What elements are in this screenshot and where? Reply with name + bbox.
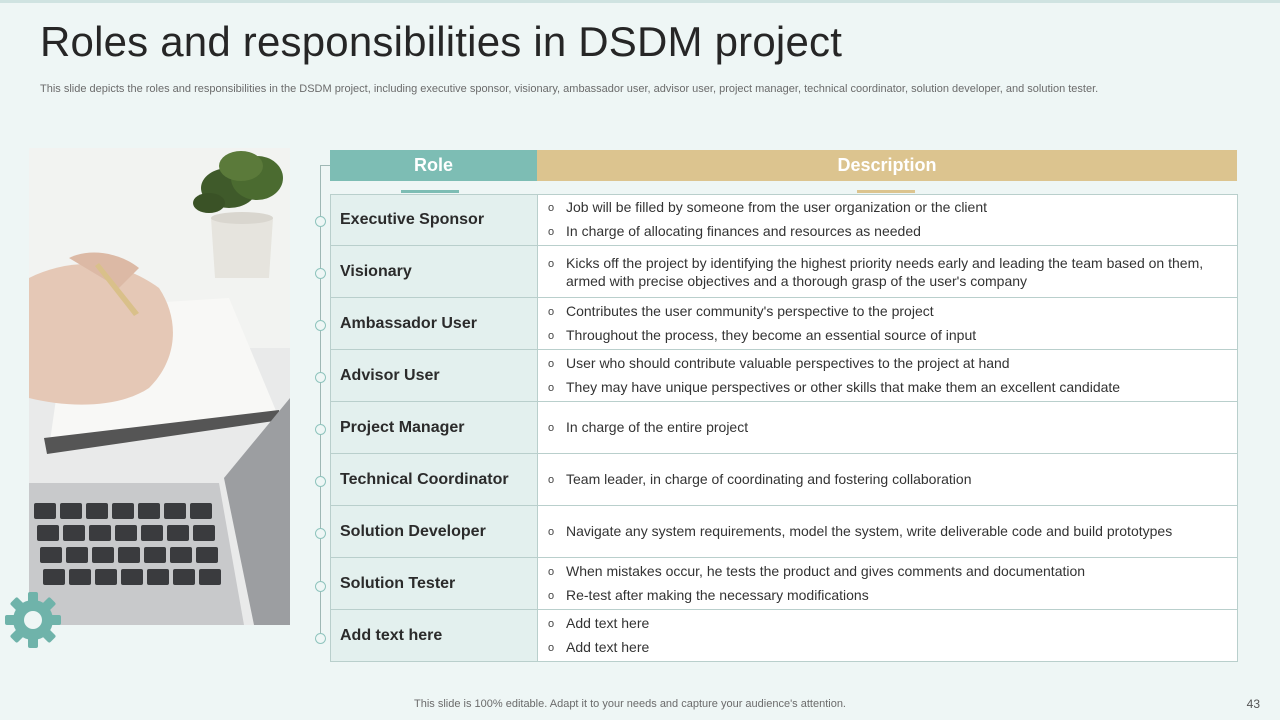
bullet-marker: o [548,202,555,214]
bullet-text: They may have unique perspectives or oth… [566,378,1121,395]
description-bullet: o They may have unique perspectives or ot… [548,378,1207,398]
bullet-text: Team leader, in charge of coordinating a… [566,470,972,487]
bullet-marker: o [548,617,555,630]
description-bullet: o Navigate any system requirements, model… [548,522,1207,542]
description-cell: o In charge of the entire project [538,402,1237,453]
bullet-marker: o [548,257,555,270]
bullet-text: Throughout the process, they become an e… [566,326,977,343]
slide-title: Roles and responsibilities in DSDM proje… [40,18,843,65]
role-cell: Visionary [331,246,538,297]
page-number: 43 [1246,697,1260,711]
role-cell: Add text here [331,610,538,661]
timeline-dot-icon [315,528,326,539]
role-cell: Project Manager [331,402,538,453]
gear-icon [3,590,63,650]
role-header: Role [330,150,537,181]
description-bullet: o Kicks off the project by identifying th… [548,254,1207,290]
description-cell: o Contributes the user community's perspe… [538,298,1237,349]
table-row: Solution Developer o Navigate any system r… [330,506,1238,558]
table-row: Ambassador User o Contributes the user com… [330,298,1238,350]
bullet-marker: o [548,473,555,486]
table-row: Visionary o Kicks off the project by ident… [330,246,1238,298]
bullet-text: Re-test after making the necessary modif… [566,586,869,603]
top-rule [0,0,1280,3]
description-bullet: o Add text here [548,614,1207,634]
timeline-dot-icon [315,268,326,279]
bullet-text: In charge of allocating finances and res… [566,223,921,239]
timeline-dot-icon [315,476,326,487]
bullet-marker: o [548,357,555,370]
description-cell: o Team leader, in charge of coordinating … [538,454,1237,505]
bullet-marker: o [548,525,555,538]
description-bullet: o In charge of allocating finances and re… [548,222,1207,242]
description-header-accent [857,190,915,193]
timeline-dot-icon [315,581,326,592]
description-bullet: o Team leader, in charge of coordinating … [548,470,1207,490]
description-bullet: o When mistakes occur, he tests the produ… [548,562,1207,582]
timeline-dot-icon [315,633,326,644]
description-cell: o When mistakes occur, he tests the produ… [538,558,1237,609]
bullet-marker: o [548,421,555,434]
bullet-text: Add text here [566,614,650,631]
bullet-marker: o [548,641,555,654]
bullet-marker: o [548,381,555,394]
timeline-dot-icon [315,320,326,331]
description-bullet: o Re-test after making the necessary modi… [548,586,1207,606]
bullet-marker: o [548,329,555,342]
description-bullet: o Add text here [548,638,1207,658]
bullet-text: Kicks off the project by identifying the… [566,254,1204,289]
bullet-text: Add text here [566,638,650,655]
role-cell: Executive Sponsor [331,195,538,245]
role-cell: Solution Tester [331,558,538,609]
bullet-text: In charge of the entire project [566,418,749,435]
footer-note: This slide is 100% editable. Adapt it to… [414,698,846,710]
bullet-text: When mistakes occur, he tests the produc… [566,562,1086,579]
office-photo [29,148,290,625]
bullet-text: Navigate any system requirements, model … [566,522,1173,539]
description-cell: o Navigate any system requirements, model… [538,506,1237,557]
description-bullet: o In charge of the entire project [548,418,1207,438]
role-cell: Solution Developer [331,506,538,557]
bullet-text: User who should contribute valuable pers… [566,354,1010,371]
description-cell: o Job will be filled by someone from the … [538,195,1237,245]
description-cell: o User who should contribute valuable per… [538,350,1237,401]
table-row: Technical Coordinator o Team leader, in ch… [330,454,1238,506]
description-cell: o Kicks off the project by identifying th… [538,246,1237,297]
table-row: Executive Sponsor o Job will be filled by … [330,194,1238,246]
table-row: Solution Tester o When mistakes occur, he … [330,558,1238,610]
bullet-text: Job will be filled by someone from the u… [566,199,987,215]
role-cell: Advisor User [331,350,538,401]
description-bullet: o Contributes the user community's perspe… [548,302,1207,322]
bullet-marker: o [548,589,555,602]
timeline-connector [320,165,330,166]
bullet-marker: o [548,226,555,238]
timeline-dot-icon [315,424,326,435]
timeline-line [320,165,321,640]
bullet-marker: o [548,305,555,318]
role-cell: Ambassador User [331,298,538,349]
roles-table: Executive Sponsor o Job will be filled by … [330,194,1238,662]
slide-subtitle: This slide depicts the roles and respons… [40,83,1099,95]
bullet-marker: o [548,565,555,578]
role-header-accent [401,190,459,193]
table-row: Advisor User o User who should contribute … [330,350,1238,402]
description-header: Description [537,150,1237,181]
table-row: Project Manager o In charge of the entire … [330,402,1238,454]
bullet-text: Contributes the user community's perspec… [566,302,934,319]
description-bullet: o Throughout the process, they become an … [548,326,1207,346]
description-bullet: o User who should contribute valuable per… [548,354,1207,374]
description-bullet: o Job will be filled by someone from the … [548,198,1207,218]
role-cell: Technical Coordinator [331,454,538,505]
timeline-dot-icon [315,372,326,383]
timeline-dot-icon [315,216,326,227]
